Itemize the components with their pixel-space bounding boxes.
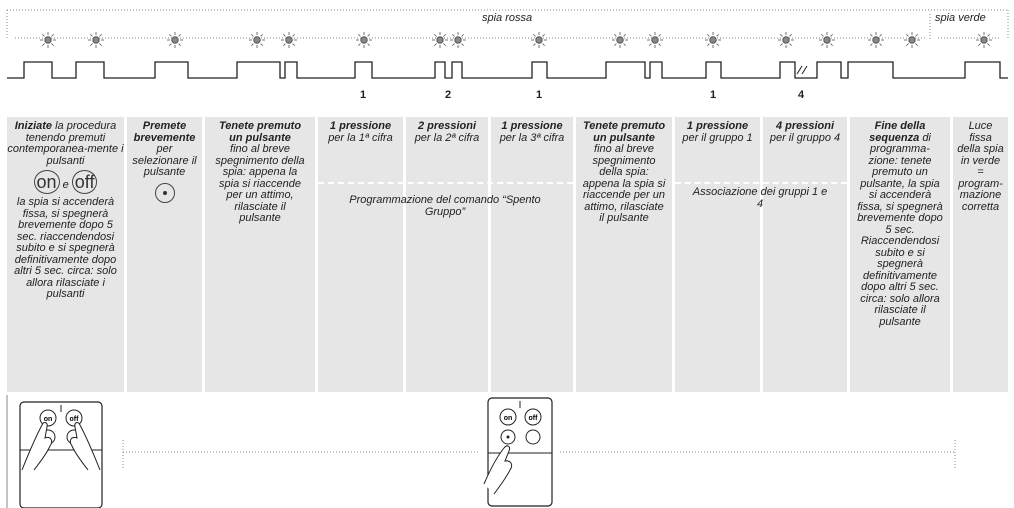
step-confirm-text: Luce fissa della spia in verde = program… — [957, 120, 1004, 213]
programming-label: Programmazione del comando “Spento Grupp… — [349, 194, 541, 218]
step-start-title: Iniziate — [14, 120, 53, 132]
step-hold-1-text: fino al breve spegnimento della spia: ap… — [215, 143, 305, 224]
step-hold-1: Tenete premuto un pulsante fino al breve… — [205, 117, 315, 392]
remote-control-1: on off — [19, 401, 103, 508]
red-led-icon — [88, 32, 104, 48]
step-digit-1-title: 1 pressione — [329, 120, 392, 132]
step-confirm: Luce fissa della spia in verde = program… — [953, 117, 1008, 392]
red-led-icon — [904, 32, 920, 48]
break-mark-2 — [801, 65, 808, 75]
count-digit-2: 2 — [445, 89, 452, 101]
step-digit-3: 1 pressione per la 3ª cifra — [491, 117, 573, 392]
step-group-4-title: 4 pressioni — [775, 120, 835, 132]
step-end: Fine della sequenza di programma-zione: … — [850, 117, 950, 392]
red-led-icon — [531, 32, 547, 48]
on-button-glyph: on — [33, 170, 60, 194]
association-divider — [675, 182, 847, 184]
off-button-glyph: off — [71, 170, 98, 194]
red-led-icon — [432, 32, 448, 48]
red-led-icon — [40, 32, 56, 48]
step-start: Iniziate la procedura tenendo premuti co… — [7, 117, 124, 392]
remote2-off-label: off — [529, 415, 539, 422]
remote2-on-label: on — [504, 415, 513, 422]
step-end-text: di programma-zione: tenete premuto un pu… — [857, 131, 943, 328]
red-led-icon — [868, 32, 884, 48]
remote1-on-label: on — [44, 416, 53, 423]
label-red-led: spia rossa — [482, 12, 533, 24]
step-digit-2: 2 pressioni per la 2ª cifra — [406, 117, 488, 392]
step-group-1-title: 1 pressione — [686, 120, 749, 132]
led-indicators — [40, 32, 992, 48]
red-led-icon — [450, 32, 466, 48]
red-led-icon — [778, 32, 794, 48]
step-group-1-text: per il gruppo 1 — [682, 131, 753, 144]
step-digit-3-title: 1 pressione — [501, 120, 563, 132]
hand-left — [21, 422, 53, 471]
step-digit-2-title: 2 pressioni — [417, 120, 477, 132]
break-mark-1 — [796, 65, 803, 75]
count-group-4: 4 — [798, 89, 805, 101]
remote1-on-button — [39, 409, 57, 427]
step-digit-3-text: per la 3ª cifra — [499, 131, 565, 144]
remote1-off-button — [65, 409, 83, 427]
count-digit-3: 1 — [536, 89, 543, 101]
hand-pressing — [483, 445, 513, 495]
step-digit-2-text: per la 2ª cifra — [414, 131, 480, 144]
step-end-title: Fine della sequenza — [869, 120, 926, 144]
hand-right — [69, 422, 101, 471]
signal-waveform — [7, 61, 1008, 79]
red-led-icon — [356, 32, 372, 48]
step-digit-1-text: per la 1ª cifra — [328, 131, 393, 144]
green-led-icon — [976, 32, 992, 48]
step-hold-2: Tenete premuto un pulsante fino al breve… — [576, 117, 672, 392]
step-hold-1-title: Tenete premuto un pulsante — [218, 120, 302, 144]
step-select-title: Premete brevemente — [133, 120, 196, 144]
step-hold-2-title: Tenete premuto un pulsante — [582, 120, 666, 144]
red-led-icon — [612, 32, 628, 48]
association-label: Associazione dei gruppi 1 e 4 — [692, 186, 828, 210]
red-led-icon — [167, 32, 183, 48]
step-start-text: la procedura tenendo premuti contemporan… — [7, 120, 124, 167]
select-button-icon — [154, 182, 175, 203]
remote-control-2: on off — [483, 397, 553, 507]
red-led-icon — [281, 32, 297, 48]
step-group-4: 4 pressioni per il gruppo 4 — [763, 117, 847, 392]
count-group-1: 1 — [710, 89, 717, 101]
red-led-icon — [647, 32, 663, 48]
step-group-4-text: per il gruppo 4 — [769, 131, 841, 144]
label-green-led: spia verde — [935, 12, 986, 24]
remote1-off-label: off — [70, 416, 80, 423]
count-digit-1: 1 — [360, 89, 367, 101]
red-led-icon — [249, 32, 265, 48]
step-hold-2-text: fino al breve spegnimento della spia: ap… — [582, 143, 666, 224]
step-start-text2: la spia si accenderà fissa, si spegnerà … — [14, 196, 117, 300]
step-digit-1: 1 pressione per la 1ª cifra — [318, 117, 403, 392]
red-led-icon — [705, 32, 721, 48]
step-select: Premete brevemente per selezionare il pu… — [127, 117, 202, 392]
programming-divider — [318, 182, 573, 184]
conjunction: e — [62, 179, 69, 191]
red-led-icon — [819, 32, 835, 48]
step-select-text: per selezionare il pulsante — [132, 143, 197, 178]
step-group-1: 1 pressione per il gruppo 1 — [675, 117, 760, 392]
